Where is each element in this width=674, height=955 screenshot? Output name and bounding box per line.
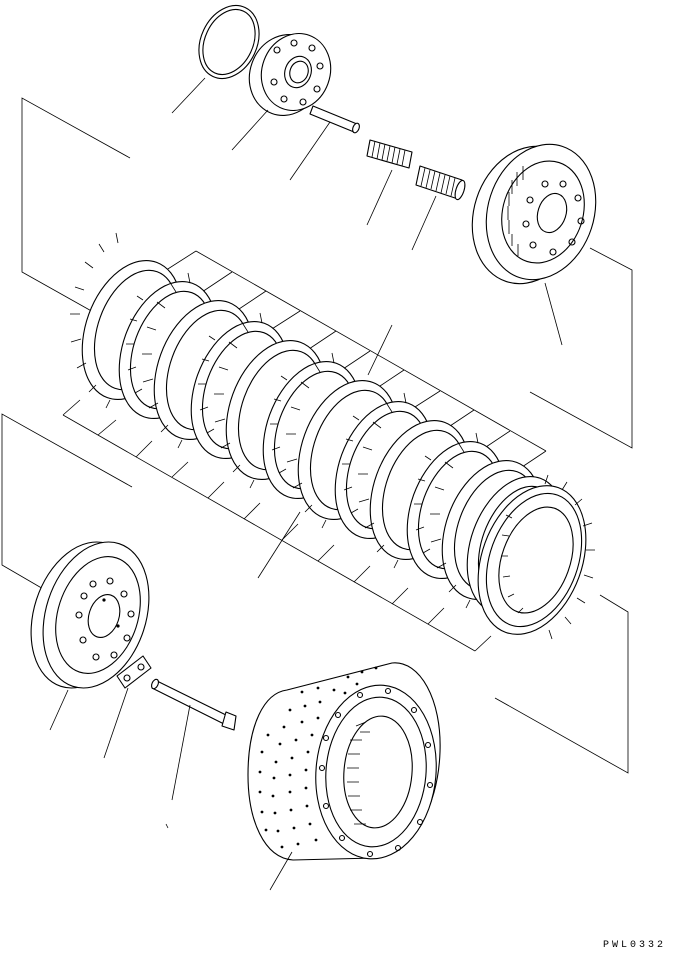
piston-end-plate [13, 528, 166, 702]
leader-line [232, 110, 268, 150]
disc-stack [63, 233, 605, 651]
perforations [258, 666, 378, 849]
leader-line [258, 512, 300, 578]
o-ring [188, 0, 271, 88]
leader-line [172, 78, 205, 113]
leader-line [172, 705, 190, 800]
leader-line [166, 824, 168, 828]
leader-line [545, 283, 562, 345]
leader-line [104, 688, 128, 758]
leader-line [412, 196, 436, 250]
leader-line [270, 852, 292, 890]
spring [416, 166, 467, 201]
clutch-housing [248, 663, 443, 864]
pin [310, 106, 361, 134]
figure-code: PWL0332 [602, 940, 666, 951]
reference-bracket [2, 98, 632, 773]
retainer-plate [238, 24, 341, 126]
leader-line [290, 122, 330, 180]
leader-line [368, 325, 392, 375]
leader-line [367, 170, 392, 225]
spring [367, 140, 412, 168]
clutch-hub [455, 130, 613, 298]
friction-disc [459, 471, 606, 650]
bolt [150, 678, 236, 730]
leader-line [50, 690, 68, 730]
lock-plate [117, 656, 151, 688]
